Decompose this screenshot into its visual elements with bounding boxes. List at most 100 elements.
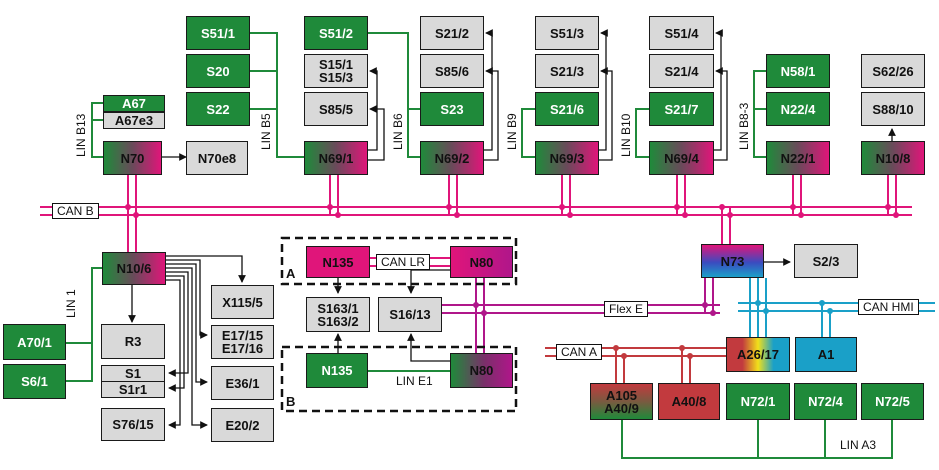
module-n72-5[interactable]: N72/5 xyxy=(861,383,924,420)
module-label: N10/8 xyxy=(875,150,911,166)
module-s15[interactable]: S15/1 S15/3 xyxy=(304,54,368,88)
module-label: N80 xyxy=(469,363,494,378)
module-s21-7[interactable]: S21/7 xyxy=(649,92,714,126)
module-n70e8[interactable]: N70e8 xyxy=(186,141,248,175)
module-s163[interactable]: S163/1 S163/2 xyxy=(306,297,370,332)
module-s23[interactable]: S23 xyxy=(420,92,484,126)
module-n73[interactable]: N73 xyxy=(701,244,764,278)
module-n135-b[interactable]: N135 xyxy=(306,353,368,388)
lin-a3-label: LIN A3 xyxy=(840,438,877,452)
module-label: N69/1 xyxy=(318,150,354,166)
module-label: S20 xyxy=(206,63,230,79)
module-label: N58/1 xyxy=(780,63,816,79)
module-label: N69/2 xyxy=(434,150,470,166)
module-s16-13[interactable]: S16/13 xyxy=(378,297,442,332)
module-label: N70 xyxy=(120,150,145,166)
module-n22-1[interactable]: N22/1 xyxy=(766,141,830,175)
module-s6-1[interactable]: S6/1 xyxy=(3,364,66,399)
module-n10-8[interactable]: N10/8 xyxy=(861,141,925,175)
module-a40-8[interactable]: A40/8 xyxy=(658,383,720,420)
module-label: S85/6 xyxy=(435,63,469,79)
module-label: S85/5 xyxy=(319,101,353,117)
module-a1[interactable]: A1 xyxy=(795,337,857,372)
module-n70[interactable]: N70 xyxy=(103,141,162,175)
module-label: S21/4 xyxy=(664,63,699,79)
module-s88-10[interactable]: S88/10 xyxy=(861,92,925,126)
module-label: A40/9 xyxy=(604,400,639,416)
module-s22[interactable]: S22 xyxy=(186,92,250,126)
module-label: A40/8 xyxy=(671,394,707,409)
flex-e-label: Flex E xyxy=(604,301,649,317)
module-n80-b[interactable]: N80 xyxy=(450,353,513,388)
module-label: X115/5 xyxy=(222,294,263,310)
module-label: N72/4 xyxy=(808,394,843,409)
module-s51-3[interactable]: S51/3 xyxy=(535,16,599,50)
module-label: S21/7 xyxy=(664,101,699,117)
module-label: S22 xyxy=(206,101,230,117)
module-s51-1[interactable]: S51/1 xyxy=(186,16,250,50)
module-label: A67 xyxy=(122,96,146,111)
module-s1[interactable]: S1 xyxy=(101,365,165,382)
module-s21-3[interactable]: S21/3 xyxy=(535,54,599,88)
module-s21-6[interactable]: S21/6 xyxy=(535,92,599,126)
module-label: S76/15 xyxy=(112,417,154,432)
module-s21-4[interactable]: S21/4 xyxy=(649,54,714,88)
module-label: N10/6 xyxy=(116,261,152,276)
module-label: S1 xyxy=(125,366,141,381)
module-label: A70/1 xyxy=(17,334,52,350)
can-b-label: CAN B xyxy=(52,203,99,219)
module-s51-2[interactable]: S51/2 xyxy=(304,16,368,50)
module-label: N135 xyxy=(322,254,354,270)
module-label: E17/15 xyxy=(221,328,264,343)
module-label: S2/3 xyxy=(812,253,840,269)
module-label: A26/17 xyxy=(737,347,779,362)
module-label: R3 xyxy=(124,334,142,349)
module-n10-6[interactable]: N10/6 xyxy=(102,252,166,285)
module-label: N22/4 xyxy=(780,101,816,117)
module-n58-1[interactable]: N58/1 xyxy=(766,54,830,88)
module-label: S62/26 xyxy=(872,63,914,79)
module-e17[interactable]: E17/15 E17/16 xyxy=(211,325,274,359)
module-n22-4[interactable]: N22/4 xyxy=(766,92,830,126)
module-s76-15[interactable]: S76/15 xyxy=(101,408,165,441)
lin-b13-label: LIN B13 xyxy=(74,113,88,157)
module-label: S163/2 xyxy=(317,313,359,329)
module-x115-5[interactable]: X115/5 xyxy=(211,285,274,319)
module-n69-1[interactable]: N69/1 xyxy=(304,141,368,175)
module-label: S51/1 xyxy=(201,25,235,41)
module-n69-3[interactable]: N69/3 xyxy=(535,141,599,175)
module-r3[interactable]: R3 xyxy=(101,324,165,359)
module-a67e3[interactable]: A67e3 xyxy=(103,112,165,129)
module-label: E20/2 xyxy=(225,417,260,433)
module-label: S15/1 xyxy=(319,57,353,72)
module-s62-26[interactable]: S62/26 xyxy=(861,54,925,88)
module-s51-4[interactable]: S51/4 xyxy=(649,16,714,50)
module-s1r1[interactable]: S1r1 xyxy=(101,381,165,398)
lin-b6-label: LIN B6 xyxy=(391,113,405,150)
module-e36-1[interactable]: E36/1 xyxy=(211,366,274,400)
module-label: S21/3 xyxy=(550,63,584,79)
module-n69-4[interactable]: N69/4 xyxy=(649,141,714,175)
module-a105[interactable]: A105 A40/9 xyxy=(590,383,653,420)
flex-e-nodes xyxy=(473,302,716,316)
module-s20[interactable]: S20 xyxy=(186,54,250,88)
module-e20-2[interactable]: E20/2 xyxy=(211,408,274,442)
module-s85-6[interactable]: S85/6 xyxy=(420,54,484,88)
module-label: N72/1 xyxy=(740,394,776,409)
module-label: S88/10 xyxy=(872,101,914,117)
module-n135-a[interactable]: N135 xyxy=(306,246,370,278)
module-n72-1[interactable]: N72/1 xyxy=(726,383,790,420)
module-a67[interactable]: A67 xyxy=(103,95,165,112)
module-label: N80 xyxy=(469,254,494,270)
module-s85-5[interactable]: S85/5 xyxy=(304,92,368,126)
module-a70-1[interactable]: A70/1 xyxy=(3,324,66,360)
module-n69-2[interactable]: N69/2 xyxy=(420,141,484,175)
module-s2-3[interactable]: S2/3 xyxy=(794,244,858,278)
module-s21-2[interactable]: S21/2 xyxy=(420,16,484,50)
module-n80-a[interactable]: N80 xyxy=(450,246,513,278)
module-n72-4[interactable]: N72/4 xyxy=(794,383,857,420)
module-label: S51/2 xyxy=(319,25,353,41)
module-label: S15/3 xyxy=(319,70,353,85)
module-a26-17[interactable]: A26/17 xyxy=(726,337,790,372)
signal-wires xyxy=(128,29,896,429)
